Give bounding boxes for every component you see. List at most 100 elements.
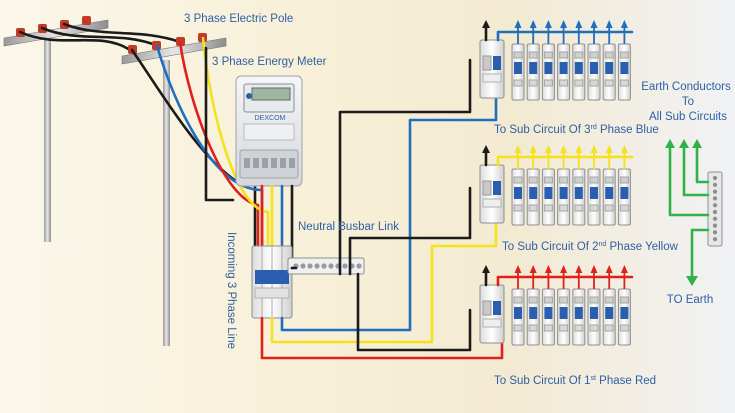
earth-screw [712, 230, 718, 235]
mcb-red [587, 265, 601, 346]
mcb-yellow [557, 145, 571, 226]
arrow-up-icon [605, 265, 613, 273]
mcb-red [541, 265, 555, 346]
earth-label-line1: Earth Conductors [641, 81, 731, 93]
arrow-up-icon [544, 265, 552, 273]
arrow-up-icon [575, 145, 583, 153]
right-pole [121, 33, 227, 346]
mcb-red [602, 265, 616, 346]
arrow-up-icon [665, 139, 675, 148]
right-pole-crossarm [121, 37, 227, 65]
mcb-blue [557, 20, 571, 101]
mcb-blue [541, 20, 555, 101]
mcb-blue [511, 20, 525, 101]
arrow-up-icon [529, 145, 537, 153]
arrow-up-icon [560, 145, 568, 153]
neutral-busbar [287, 257, 365, 275]
mcb-red [617, 265, 631, 346]
meter-lcd [251, 87, 291, 101]
earth-screw [712, 216, 718, 221]
right-pole-post [163, 60, 170, 346]
mcb-blue [587, 20, 601, 101]
pole-label: 3 Phase Electric Pole [184, 13, 293, 25]
arrow-up-icon [590, 265, 598, 273]
mcb-yellow [526, 145, 540, 226]
earth-screw [712, 196, 718, 201]
mcb-yellow [617, 145, 631, 226]
sub-panel-blue [479, 20, 634, 101]
left-pole-post [44, 40, 51, 242]
arrow-up-icon [514, 20, 522, 28]
arrow-up-icon [605, 145, 613, 153]
neutral-busbar-screws [293, 263, 362, 269]
mcb-blue [526, 20, 540, 101]
mcb-yellow [541, 145, 555, 226]
arrow-up-icon [692, 139, 702, 148]
arrow-up-icon [575, 265, 583, 273]
sub-circuit-red-label: To Sub Circuit Of 1st Phase Red [494, 375, 656, 387]
neutral-link-label: Neutral Busbar Link [298, 221, 399, 233]
rcd-red [479, 284, 505, 344]
meter-nameplate [243, 123, 295, 141]
arrow-up-icon [529, 20, 537, 28]
arrow-up-icon [590, 145, 598, 153]
arrow-up-icon [575, 20, 583, 28]
left-pole [3, 16, 182, 242]
earth-busbar [707, 171, 723, 247]
arrow-up-icon [514, 265, 522, 273]
meter-label: 3 Phase Energy Meter [212, 56, 327, 68]
meter-logo-icon [246, 93, 252, 99]
earth-busbar-screws [712, 175, 718, 242]
earth-screw [712, 203, 718, 208]
arrow-up-icon [529, 265, 537, 273]
incoming-line-label: Incoming 3 Phase Line [225, 232, 237, 349]
earth-screw [712, 237, 718, 242]
mcb-blue [617, 20, 631, 101]
arrow-up-icon [679, 139, 689, 148]
mcb-yellow [602, 145, 616, 226]
arrow-up-icon [514, 145, 522, 153]
sub-panel-red [479, 265, 634, 346]
meter-brand: DEXCOM [255, 115, 286, 122]
arrow-up-icon [544, 145, 552, 153]
earth-screw [712, 209, 718, 215]
earth-screw [712, 189, 718, 194]
arrow-up-icon [620, 20, 628, 28]
mcb-blue [572, 20, 586, 101]
mcb-red [526, 265, 540, 346]
main-breaker [251, 245, 293, 319]
earth-section [665, 139, 723, 286]
arrow-up-icon [482, 20, 490, 28]
arrow-up-icon [620, 265, 628, 273]
arrow-up-icon [482, 145, 490, 153]
meter-terminal-cover [239, 149, 299, 179]
arrow-up-icon [560, 265, 568, 273]
mcb-red [557, 265, 571, 346]
mcb-blue [602, 20, 616, 101]
sub-panels [479, 20, 634, 346]
arrow-up-icon [590, 20, 598, 28]
meter-terminals [244, 158, 295, 168]
earth-screw [712, 175, 718, 181]
earth-label-line3: All Sub Circuits [649, 111, 727, 123]
rcd-blue [479, 39, 505, 99]
mcb-red [511, 265, 525, 346]
mcb-yellow [572, 145, 586, 226]
earth-screw [712, 223, 718, 228]
arrow-up-icon [544, 20, 552, 28]
rcd-yellow [479, 164, 505, 224]
sub-circuit-blue-label: To Sub Circuit Of 3rd Phase Blue [494, 124, 659, 136]
distribution-wires [260, 58, 504, 360]
arrow-up-icon [482, 265, 490, 273]
mcb-red [572, 265, 586, 346]
arrow-up-icon [605, 20, 613, 28]
to-earth-label: TO Earth [667, 294, 713, 306]
sub-circuit-yellow-label: To Sub Circuit Of 2nd Phase Yellow [502, 241, 679, 253]
sub-panel-yellow [479, 145, 634, 226]
main-breaker-toggle [255, 270, 289, 284]
mcb-yellow [511, 145, 525, 226]
earth-screw [712, 182, 718, 187]
mcb-yellow [587, 145, 601, 226]
